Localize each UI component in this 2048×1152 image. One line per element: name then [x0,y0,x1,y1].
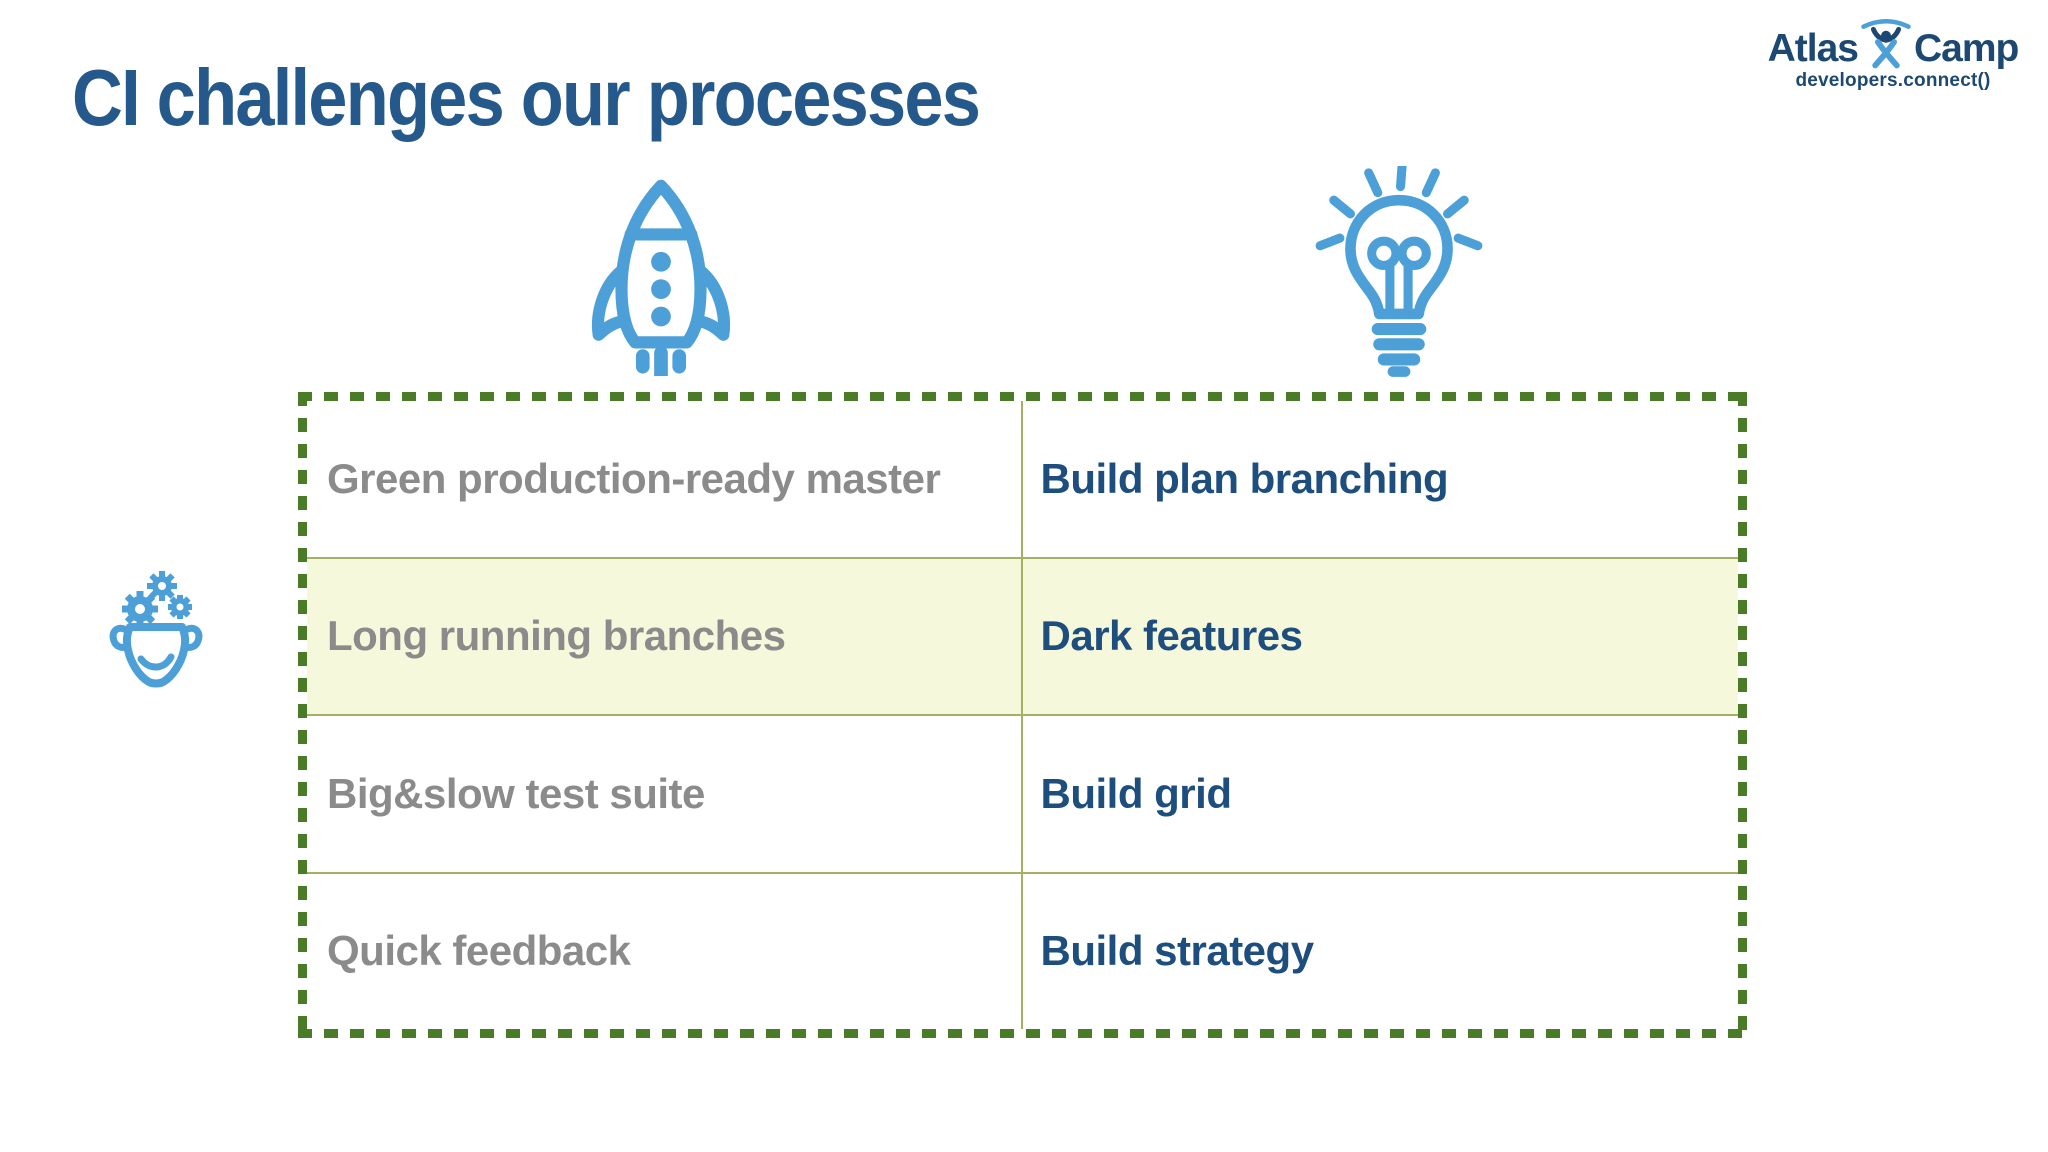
solution-cell: Dark features [1040,612,1303,660]
challenge-cell: Green production-ready master [307,401,1023,557]
rocket-icon [585,178,737,376]
atlascamp-logo: Atlas Camp developers.connect() [1748,12,2038,92]
challenge-cell: Big&slow test suite [307,716,1023,872]
logo-tagline: developers.connect() [1795,70,1991,91]
logo-word-atlas: Atlas [1767,27,1859,70]
solution-cell: Build strategy [1040,927,1315,975]
table-row: Green production-ready master Build plan… [307,401,1738,559]
table-row: Quick feedback Build strategy [307,873,1738,1029]
charlie-figure-icon [1861,19,1911,69]
table-row-highlighted: Long running branches Dark features [307,558,1738,716]
challenges-table: Green production-ready master Build plan… [298,392,1747,1038]
solution-cell: Build grid [1040,769,1232,817]
table-dashed-border-top [298,392,1747,401]
table-row: Big&slow test suite Build grid [307,716,1738,874]
table-dashed-border-left [298,392,307,1038]
head-gears-icon [104,570,208,706]
table-dashed-border-bottom [298,1029,1747,1038]
challenge-cell: Long running branches [307,558,1023,714]
page-title: CI challenges our processes [72,53,981,142]
logo-word-camp: Camp [1914,27,2019,70]
solution-cell: Build plan branching [1040,454,1449,502]
challenge-cell: Quick feedback [307,873,1023,1029]
table-dashed-border-right [1738,392,1747,1038]
lightbulb-icon [1308,166,1490,380]
